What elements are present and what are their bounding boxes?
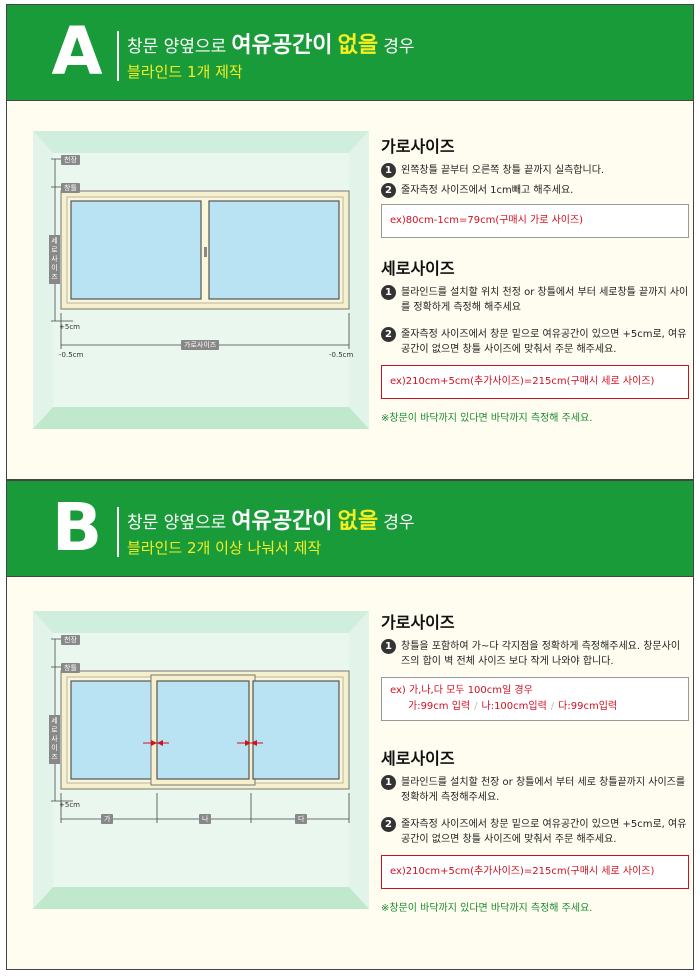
step-item: 1 블라인드를 설치할 위치 천정 or 창틀에서 부터 세로창틀 끝까지 사이… (381, 285, 689, 315)
height-instructions-a: 세로사이즈 1 블라인드를 설치할 위치 천정 or 창틀에서 부터 세로창틀 … (381, 255, 689, 424)
horizontal-size-label: 가로사이즈 (181, 340, 220, 350)
ceiling-label: 천장 (61, 155, 80, 165)
plus5-label: +5cm (59, 323, 80, 331)
step-item: 2 줄자측정 사이즈에서 창문 밑으로 여유공간이 있으면 +5cm로, 여유공… (381, 327, 689, 357)
step-item: 2 줄자측정 사이즈에서 창문 밑으로 여유공간이 있으면 +5cm로, 여유공… (381, 817, 689, 847)
height-instructions-b: 세로사이즈 1 블라인드를 설치할 천장 or 창틀에서 부터 세로 창틀끝까지… (381, 745, 689, 914)
height-heading: 세로사이즈 (381, 749, 455, 768)
width-heading: 가로사이즈 (381, 613, 455, 632)
step-item: 2 줄자측정 사이즈에서 1cm빼고 해주세요. (381, 183, 689, 198)
step-number-icon: 1 (381, 285, 396, 300)
banner-divider (117, 507, 119, 557)
section-subtitle: 블라인드 1개 제작 (127, 63, 243, 81)
ceiling-label: 천장 (61, 635, 80, 645)
frame-label: 창틀 (61, 183, 80, 193)
segment-label-ga: 가 (101, 814, 114, 824)
minus-right-label: -0.5cm (329, 351, 354, 359)
section-letter: B (51, 489, 103, 566)
floor-note: ※창문이 바닥까지 있다면 바닥까지 측정해 주세요. (381, 903, 593, 914)
width-heading: 가로사이즈 (381, 137, 455, 156)
step-number-icon: 1 (381, 163, 396, 178)
frame-label: 창틀 (61, 663, 80, 673)
step-number-icon: 2 (381, 183, 396, 198)
step-number-icon: 1 (381, 775, 396, 790)
minus-left-label: -0.5cm (59, 351, 84, 359)
section-title: 창문 양옆으로 여유공간이 없을 경우 (127, 33, 415, 58)
section-subtitle: 블라인드 2개 이상 나눠서 제작 (127, 539, 322, 557)
window-diagram-b: 천장 창틀 세로사이즈 +5cm 가 나 다 (33, 611, 369, 909)
plus5-label: +5cm (59, 801, 80, 809)
room-drawing (33, 131, 369, 429)
floor-note: ※창문이 바닥까지 있다면 바닥까지 측정해 주세요. (381, 413, 593, 424)
section-a-banner: A 창문 양옆으로 여유공간이 없을 경우 블라인드 1개 제작 (7, 5, 693, 101)
section-a: A 창문 양옆으로 여유공간이 없을 경우 블라인드 1개 제작 (6, 4, 694, 480)
height-example-box: ex)210cm+5cm(추가사이즈)=215cm(구매시 세로 사이즈) (381, 855, 689, 889)
step-number-icon: 2 (381, 817, 396, 832)
section-letter: A (51, 13, 103, 90)
section-b-banner: B 창문 양옆으로 여유공간이 없을 경우 블라인드 2개 이상 나눠서 제작 (7, 481, 693, 577)
step-item: 1 창틀을 포함하여 가~다 각지점을 정확하게 측정해주세요. 창문사이즈의 … (381, 639, 689, 669)
room-drawing (33, 611, 369, 909)
height-example-box: ex)210cm+5cm(추가사이즈)=215cm(구매시 세로 사이즈) (381, 365, 689, 399)
height-heading: 세로사이즈 (381, 259, 455, 278)
step-item: 1 왼쪽창틀 끝부터 오른쪽 창틀 끝까지 실측합니다. (381, 163, 689, 178)
vertical-size-label: 세로사이즈 (49, 235, 60, 284)
step-number-icon: 1 (381, 639, 396, 654)
window-diagram-a: 천장 창틀 세로사이즈 +5cm 가로사이즈 -0.5cm -0.5cm (33, 131, 369, 429)
section-title: 창문 양옆으로 여유공간이 없을 경우 (127, 509, 415, 534)
width-instructions-a: 가로사이즈 1 왼쪽창틀 끝부터 오른쪽 창틀 끝까지 실측합니다. 2 줄자측… (381, 133, 689, 238)
segment-label-da: 다 (295, 814, 308, 824)
width-example-box: ex) 가,나,다 모두 100cm일 경우 가:99cm 입력/나:100cm… (381, 677, 689, 721)
step-item: 1 블라인드를 설치할 천장 or 창틀에서 부터 세로 창틀끝까지 사이즈를 … (381, 775, 689, 805)
width-instructions-b: 가로사이즈 1 창틀을 포함하여 가~다 각지점을 정확하게 측정해주세요. 창… (381, 609, 689, 721)
segment-label-na: 나 (199, 814, 212, 824)
vertical-size-label: 세로사이즈 (49, 715, 60, 764)
banner-divider (117, 31, 119, 81)
step-number-icon: 2 (381, 327, 396, 342)
section-b: B 창문 양옆으로 여유공간이 없을 경우 블라인드 2개 이상 나눠서 제작 (6, 480, 694, 970)
width-example-box: ex)80cm-1cm=79cm(구매시 가로 사이즈) (381, 204, 689, 238)
